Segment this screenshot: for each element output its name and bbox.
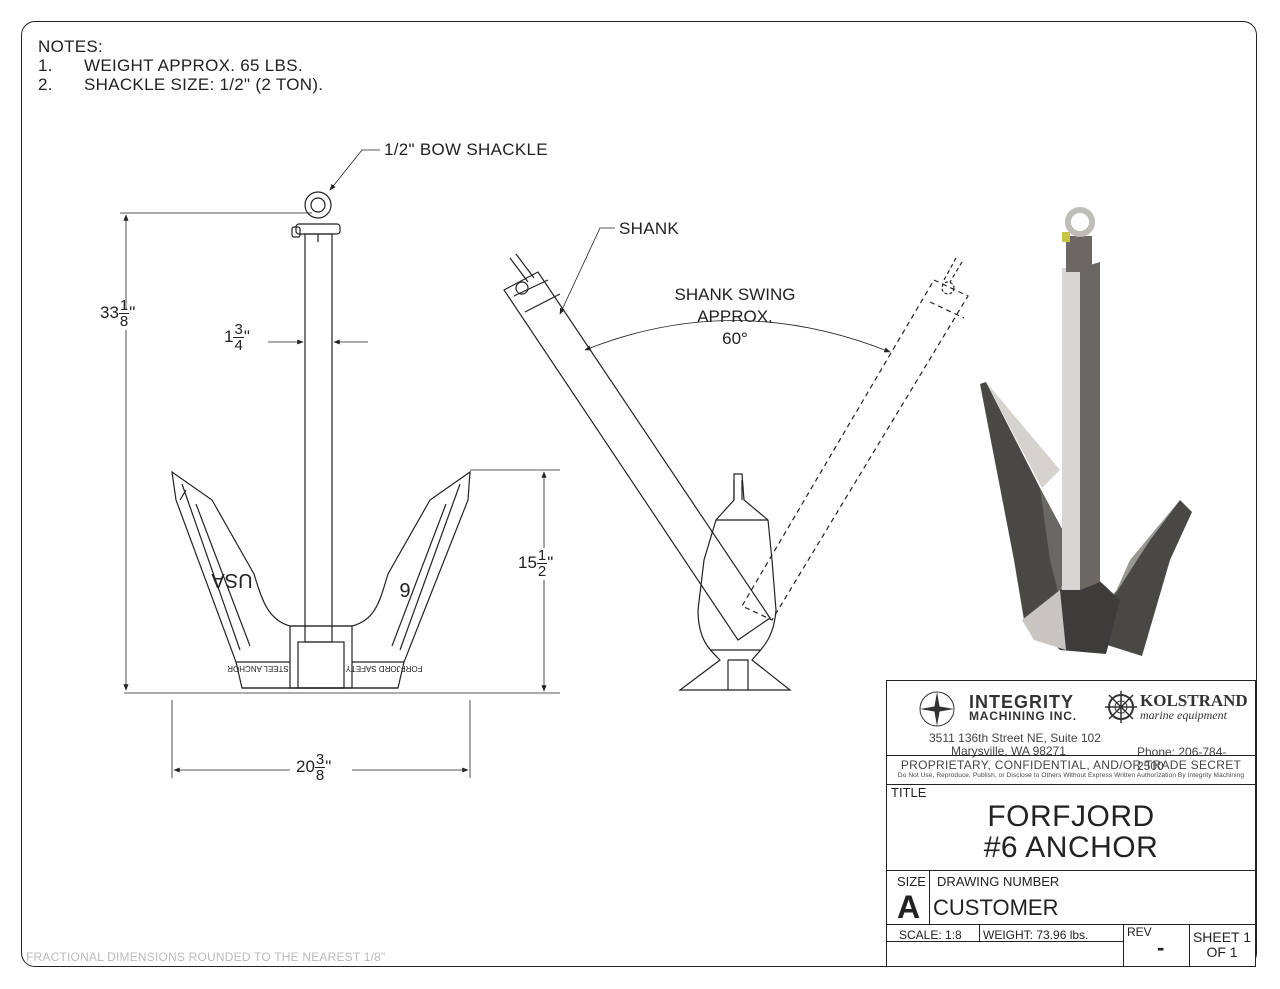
notes-heading: NOTES: [38,37,104,56]
svg-text:USA: USA [211,569,253,591]
svg-text:FORFJORD SAFETY: FORFJORD SAFETY [345,664,423,673]
callout-shank: SHANK [619,219,680,238]
size-row: SIZE A DRAWING NUMBER CUSTOMER [887,870,1255,925]
svg-text:STEEL ANCHOR: STEEL ANCHOR [227,664,289,673]
drawing-number-value: CUSTOMER [933,895,1059,920]
fluke-profile [678,473,792,691]
size-value: A [897,889,921,925]
title-label: TITLE [891,785,927,800]
note-item: 2. SHACKLE SIZE: 1/2" (2 TON). [38,75,323,94]
callout-swing: SHANK SWING APPROX. 60° [655,284,815,350]
company-address: 3511 136th Street NE, Suite 102 Marysvil… [929,731,1101,758]
rev-value: - [1157,935,1165,960]
kolstrand-logo: KOLSTRAND marine equipment [1140,691,1248,722]
side-view [503,227,969,691]
integrity-logo: INTEGRITY MACHINING INC. [969,692,1077,723]
scale-row: SCALE: 1:8 WEIGHT: 73.96 lbs. REV - SHEE… [887,924,1255,967]
shank [304,233,333,643]
footer-note: FRACTIONAL DIMENSIONS ROUNDED TO THE NEA… [26,950,386,964]
shank-swing [741,279,969,621]
drawing-title: FORFJORD #6 ANCHOR [983,800,1159,864]
note-item: 1. WEIGHT APPROX. 65 LBS. [38,56,323,75]
anchor-3d-render [980,207,1192,656]
compass-logo-icon [919,691,955,727]
front-view [124,191,560,694]
anchor-markings: USA 6 STEEL ANCHOR FORFJORD SAFETY [211,569,423,673]
proprietary-notice: PROPRIETARY, CONFIDENTIAL, AND/OR TRADE … [887,755,1255,785]
note-number: 2. [38,75,53,94]
size-label: SIZE [897,874,926,889]
swing-line: 60° [722,329,748,348]
dimension-lines [120,149,560,778]
rev-label: REV [1127,925,1152,939]
swing-line: SHANK SWING [674,285,796,304]
drawing-border [21,21,1257,967]
note-number: 1. [38,56,53,75]
callout-shackle: 1/2" BOW SHACKLE [384,140,548,159]
scale-value: SCALE: 1:8 [899,928,962,942]
title-block: INTEGRITY MACHINING INC. KOLSTRAND marin… [886,680,1256,967]
notes-block: NOTES: 1. WEIGHT APPROX. 65 LBS. 2. SHAC… [38,37,323,94]
weight-value: WEIGHT: 73.96 lbs. [983,928,1089,942]
flukes [171,470,471,689]
ship-wheel-logo-icon [1105,691,1137,723]
shackle [304,191,332,219]
note-text: SHACKLE SIZE: 1/2" (2 TON). [84,75,324,94]
note-text: WEIGHT APPROX. 65 LBS. [84,56,303,75]
drawing-number-label: DRAWING NUMBER [937,874,1060,889]
sheet-number: SHEET 1 OF 1 [1192,929,1252,960]
company-header: INTEGRITY MACHINING INC. KOLSTRAND marin… [897,687,1248,773]
svg-text:6: 6 [399,578,410,600]
swing-line: APPROX. [697,307,773,326]
shank-solid [503,271,771,641]
